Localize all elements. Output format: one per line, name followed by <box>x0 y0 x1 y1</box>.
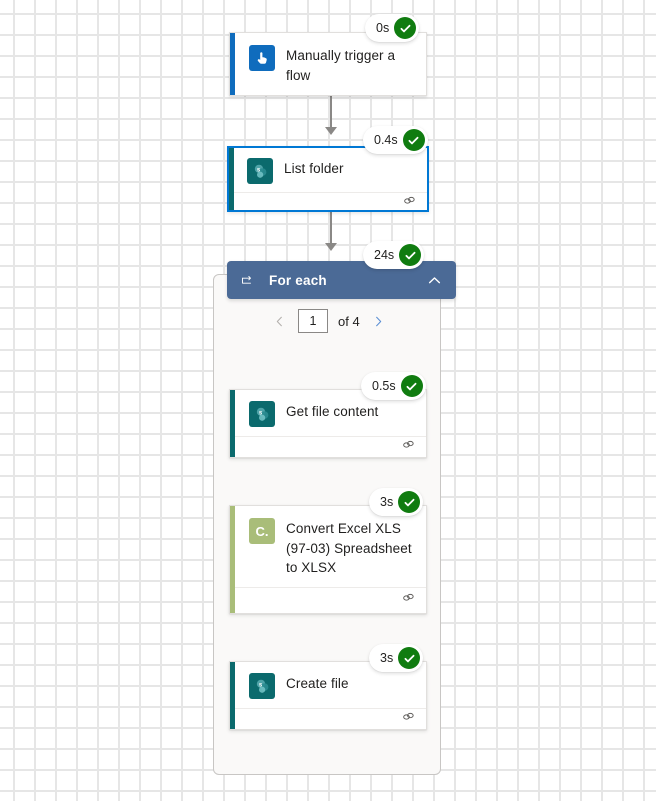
card-accent-bar <box>230 662 235 729</box>
chain-link-icon[interactable] <box>401 709 416 729</box>
card-accent-bar <box>230 33 235 95</box>
action-card-title: Create file <box>286 676 349 691</box>
chain-link-icon[interactable] <box>401 437 416 457</box>
status-badge-list-folder: 0.4s <box>363 126 428 154</box>
foreach-scope-label: For each <box>269 272 327 288</box>
svg-text:s: s <box>258 410 262 416</box>
card-footer <box>230 708 426 729</box>
pager-page-input[interactable]: 1 <box>298 309 328 333</box>
pager-current-page: 1 <box>309 314 317 328</box>
foreach-pager: 1 of 4 <box>270 309 388 333</box>
svg-text:s: s <box>258 682 262 688</box>
pager-total-label: of 4 <box>338 313 360 329</box>
loop-icon <box>240 273 256 288</box>
status-badge-trigger: 0s <box>365 14 420 42</box>
card-accent-bar <box>230 506 235 613</box>
connector-arrow-1 <box>325 127 337 135</box>
icon-letter: C. <box>255 523 269 539</box>
cloudmersive-convert-icon: C. <box>249 518 275 544</box>
duration-label: 3s <box>380 651 394 665</box>
action-card-title: List folder <box>284 161 344 176</box>
sharepoint-icon: s <box>249 401 275 427</box>
action-card-title: Get file content <box>286 404 379 419</box>
action-card-title: Manually trigger a flow <box>286 48 396 83</box>
action-card-title: Convert Excel XLS (97-03) Spreadsheet to… <box>286 521 412 575</box>
duration-label: 0.5s <box>372 379 396 393</box>
action-card-list-folder[interactable]: s List folder <box>227 146 429 212</box>
duration-label: 24s <box>374 248 395 262</box>
status-badge-get-file-content: 0.5s <box>361 372 426 400</box>
check-circle-icon <box>402 129 425 151</box>
card-footer <box>230 586 426 614</box>
status-badge-create-file: 3s <box>369 644 424 672</box>
status-badge-convert-excel: 3s <box>369 488 424 516</box>
svg-text:s: s <box>256 167 260 173</box>
check-circle-icon <box>398 491 421 513</box>
check-circle-icon <box>400 375 423 397</box>
sharepoint-icon: s <box>249 673 275 699</box>
pager-next-button[interactable] <box>370 309 388 333</box>
action-card-create-file[interactable]: s Create file <box>229 661 427 730</box>
card-accent-bar <box>229 148 234 210</box>
duration-label: 0.4s <box>374 133 398 147</box>
sharepoint-icon: s <box>247 158 273 184</box>
action-card-convert-excel-xls-to-xlsx[interactable]: C. Convert Excel XLS (97-03) Spreadsheet… <box>229 505 427 614</box>
chain-link-icon[interactable] <box>401 590 416 610</box>
card-footer <box>230 436 426 457</box>
action-card-get-file-content[interactable]: s Get file content <box>229 389 427 458</box>
duration-label: 3s <box>380 495 394 509</box>
card-footer <box>229 192 427 213</box>
power-automate-manual-trigger-icon <box>249 45 275 71</box>
connector-list-to-foreach <box>330 212 332 247</box>
card-accent-bar <box>230 390 235 457</box>
action-card-manually-trigger-a-flow[interactable]: Manually trigger a flow <box>229 32 427 96</box>
check-circle-icon <box>399 244 422 266</box>
check-circle-icon <box>394 17 417 39</box>
chain-link-icon[interactable] <box>402 193 417 213</box>
pager-previous-button[interactable] <box>270 309 288 333</box>
chevron-up-icon[interactable] <box>426 273 442 288</box>
connector-arrow-2 <box>325 243 337 251</box>
foreach-scope-header[interactable]: For each <box>227 261 456 299</box>
connector-trigger-to-list <box>330 96 332 129</box>
check-circle-icon <box>398 647 421 669</box>
status-badge-foreach: 24s <box>363 241 425 269</box>
duration-label: 0s <box>376 21 390 35</box>
